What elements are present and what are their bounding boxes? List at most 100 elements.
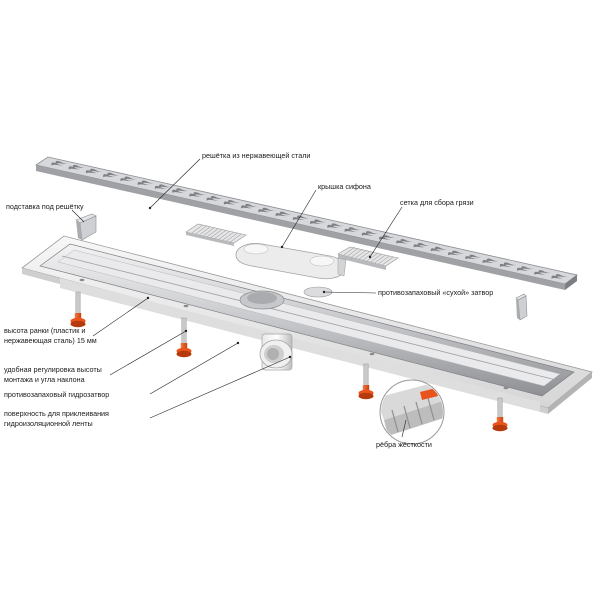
- mesh-line: [370, 253, 382, 263]
- grate-slot: [314, 219, 327, 223]
- grate-slot: [245, 203, 258, 208]
- grate-slot: [521, 266, 534, 270]
- grate-support-right: [515, 293, 528, 321]
- mesh-line: [222, 232, 234, 241]
- grate-slot: [551, 275, 564, 279]
- grate-slot: [366, 231, 379, 235]
- grate-slot: [469, 254, 482, 258]
- grate-slot: [331, 223, 344, 227]
- grate-slot: [279, 211, 292, 215]
- label-grate-support: подставка под решётку: [6, 202, 84, 211]
- grate-slot: [206, 197, 219, 201]
- grate-support-left: [75, 213, 97, 241]
- grate-slot: [413, 244, 426, 248]
- label-flange-height-2: нержавеющая сталь) 15 мм: [4, 336, 97, 345]
- grate-slot: [124, 176, 137, 180]
- mesh-line: [381, 256, 394, 266]
- mesh-line: [210, 229, 223, 238]
- label-height-adjust-2: монтажа и угла наклона: [4, 375, 85, 384]
- mesh-line: [218, 231, 230, 240]
- adjustable-foot: [492, 397, 508, 432]
- grate-slot: [348, 227, 361, 231]
- grate-slot: [310, 220, 323, 225]
- grate-slot: [538, 270, 551, 274]
- mesh-line: [358, 250, 371, 260]
- grate-slot: [504, 262, 517, 266]
- grate-slot: [275, 213, 288, 217]
- grate-slot: [344, 228, 357, 232]
- stiffening-ribs-detail: [379, 379, 445, 445]
- label-gluing-surface-2: гидроизоляционной ленты: [4, 419, 93, 428]
- grate-slot: [141, 180, 154, 184]
- mesh-line: [199, 226, 211, 235]
- label-grate: решётка из нержавеющей стали: [202, 151, 311, 160]
- grate-slot: [262, 207, 275, 211]
- grate-slot: [189, 193, 202, 197]
- label-flange-height-1: высота ранки (пластик и: [4, 326, 86, 335]
- dirt-mesh-right: [337, 246, 399, 277]
- adjustable-feet: [70, 291, 508, 432]
- grate-slot: [327, 224, 340, 229]
- grate-slot: [482, 259, 495, 264]
- grate-slot: [210, 196, 223, 200]
- grate-slot: [465, 256, 478, 260]
- grate-slot: [517, 267, 530, 271]
- label-dirt-mesh: сетка для сбора грязи: [400, 198, 474, 207]
- grate-slot: [435, 246, 448, 250]
- dirt-mesh-left: [185, 223, 247, 246]
- mesh-line: [351, 248, 363, 258]
- grate-slot: [68, 166, 81, 170]
- grate-slot: [137, 181, 150, 186]
- grate-slot: [55, 160, 68, 165]
- grate-slot: [499, 263, 512, 268]
- grate-slot: [241, 205, 254, 209]
- siphon-cover: [235, 243, 345, 280]
- label-gluing-surface-1: поверхность для приклеивания: [4, 409, 109, 418]
- grate-slot: [223, 201, 236, 205]
- grate-slot: [452, 250, 465, 254]
- grate-slot: [534, 271, 547, 275]
- leader-lines: [71, 158, 407, 438]
- grate-slot: [417, 242, 430, 247]
- grate-slot: [193, 192, 206, 196]
- mesh-line: [226, 232, 238, 242]
- grate-slot: [85, 170, 98, 174]
- grate-slot: [159, 184, 172, 188]
- grate-slot: [361, 232, 374, 236]
- grate-slot: [90, 168, 103, 172]
- adjustable-foot: [176, 317, 192, 358]
- grate-slot: [228, 199, 241, 204]
- grate-slot: [172, 189, 185, 193]
- grate-slot: [396, 240, 409, 244]
- grate-slot: [448, 252, 461, 256]
- grate-slot: [154, 185, 167, 190]
- grate-slot: [383, 235, 396, 239]
- outlet-pipe: [259, 333, 293, 371]
- grate-slot: [555, 274, 568, 278]
- grate-slot: [72, 164, 85, 169]
- mesh-line: [203, 227, 215, 236]
- adjustable-foot: [70, 291, 86, 328]
- mesh-line: [195, 225, 207, 235]
- grate-slot: [107, 172, 120, 176]
- label-siphon-cover: крышка сифона: [318, 182, 371, 191]
- grate-slot: [258, 209, 271, 213]
- mesh-line: [355, 249, 367, 259]
- grate-slot: [51, 162, 64, 166]
- grate-slot: [103, 174, 116, 178]
- mesh-line: [343, 246, 356, 256]
- mesh-line: [366, 252, 379, 262]
- grate-slot: [120, 178, 133, 182]
- label-stiffening-ribs: рёбра жёсткости: [376, 440, 432, 449]
- grate-slot: [400, 238, 413, 243]
- adjustable-foot: [358, 363, 374, 400]
- grate-slot: [176, 188, 189, 192]
- label-water-trap: противозапаховый гидрозатвор: [4, 390, 110, 399]
- leader-dots: [146, 206, 372, 359]
- grate-slot: [379, 236, 392, 240]
- grate-slot: [430, 248, 443, 252]
- label-height-adjust-1: удобная регулировка высоты: [4, 365, 102, 374]
- grate-slot: [486, 258, 499, 262]
